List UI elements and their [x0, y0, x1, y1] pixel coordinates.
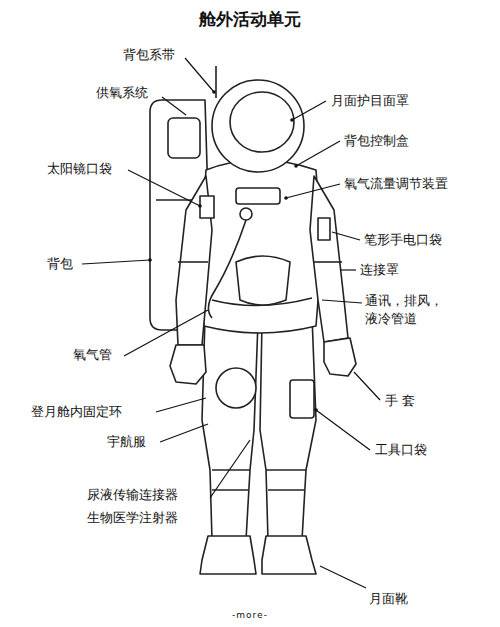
part-label: 通讯，排风， 液冷管道 [364, 292, 448, 328]
leader-line [320, 566, 366, 588]
part-label: 氧气管 [72, 346, 113, 364]
astronaut-figure [236, 256, 290, 305]
part-label: 登月舱内固定环 [30, 403, 123, 421]
leader-line [354, 372, 380, 400]
leader-line [316, 410, 370, 450]
astronaut-figure [202, 318, 258, 540]
part-label: 生物医学注射器 [86, 509, 179, 527]
astronaut-figure [262, 536, 316, 574]
part-label: 氧气流量调节装置 [343, 175, 449, 193]
leader-line [296, 141, 340, 166]
part-label: 供氧系统 [95, 84, 149, 102]
astronaut-figure [150, 66, 356, 574]
astronaut-figure [212, 469, 250, 471]
leader-line [185, 58, 214, 92]
leader-line [322, 300, 362, 303]
footer-note: -more- [231, 609, 269, 621]
leader-line [210, 440, 250, 498]
part-label: 背包控制盒 [343, 132, 410, 150]
part-label: 工具口袋 [374, 441, 428, 459]
leader-dot [148, 90, 318, 412]
part-label: 太阳镜口袋 [46, 160, 113, 178]
astronaut-figure [324, 338, 356, 376]
part-label: 月面靴 [368, 590, 409, 608]
leader-dot [212, 90, 216, 94]
astronaut-figure [170, 345, 206, 384]
astronaut-figure [268, 489, 304, 491]
leader-line [82, 260, 150, 264]
astronaut-figure [290, 380, 314, 418]
astronaut-figure [200, 196, 214, 218]
leader-line [162, 97, 186, 115]
leader-line [332, 232, 360, 240]
astronaut-figure [168, 118, 200, 158]
leader-line [82, 58, 380, 588]
part-label: 月面护目面罩 [330, 92, 410, 110]
astronaut-figure [240, 208, 252, 220]
astronaut-figure [212, 489, 248, 491]
leader-line [156, 398, 206, 412]
astronaut-figure [318, 218, 330, 240]
leader-dot [290, 118, 294, 122]
leader-line [292, 101, 326, 120]
astronaut-figure [212, 80, 304, 172]
astronaut-figure [266, 469, 306, 471]
leader-dot [148, 258, 152, 262]
astronaut-figure [310, 176, 348, 342]
part-label: 宇航服 [106, 433, 147, 451]
astronaut-figure [215, 66, 217, 98]
part-label: 手 套 [384, 392, 416, 410]
part-label: 背包 [46, 255, 74, 273]
leader-dot [314, 408, 318, 412]
astronaut-figure [230, 92, 294, 152]
part-label: 笔形手电口袋 [363, 231, 443, 249]
part-label: 背包系带 [122, 46, 176, 64]
leader-dot [284, 196, 288, 200]
astronaut-figure [236, 188, 280, 204]
leader-dot [294, 164, 298, 168]
astronaut-figure [200, 536, 256, 574]
astronaut-figure [314, 261, 342, 263]
astronaut-figure [216, 368, 256, 408]
leader-line [340, 269, 356, 270]
leader-line [128, 170, 200, 206]
astronaut-figure [178, 261, 208, 263]
part-label: 连接罩 [359, 261, 400, 279]
astronaut-figure [260, 316, 316, 540]
astronaut-figure [200, 160, 322, 333]
astronaut-figure [208, 220, 246, 318]
title: 舱外活动单元 [199, 8, 301, 30]
leader-line [286, 184, 340, 198]
part-label: 尿液传输连接器 [86, 486, 179, 504]
leader-line [124, 310, 208, 356]
leader-dot [198, 204, 202, 208]
leader-line [160, 424, 208, 442]
